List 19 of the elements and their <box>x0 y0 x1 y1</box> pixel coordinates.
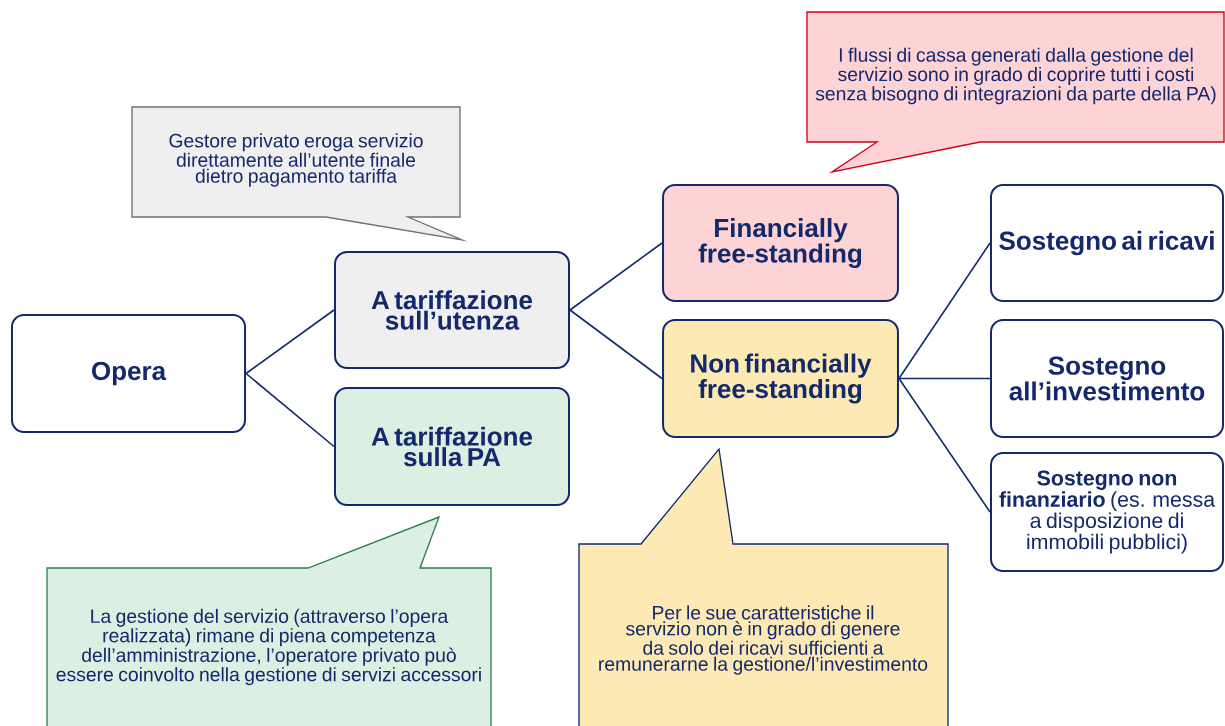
connector-line <box>898 377 991 513</box>
option-box: Sostegno ai ricavi <box>990 184 1224 302</box>
option-box: Sostegno all’investimento <box>990 318 1224 439</box>
callout-box: I flussi di cassa generati dalla gestione del servizio sono in grado di coprire tutti i costi senza bisogno di integrazioni da parte della PA) <box>806 11 1225 174</box>
connector-line <box>569 309 663 380</box>
option-box: Non financially free-standing <box>662 318 899 439</box>
connector-line <box>898 242 991 380</box>
connector-line <box>245 309 335 375</box>
option-box: Sostegno non finanziario (es. messa a disposizione di immobili pubblici) <box>990 452 1224 572</box>
option-box: Opera <box>10 313 247 434</box>
callout-box: Gestore privato eroga servizio direttamente all’utente finale dietro pagamento tariffa <box>131 106 468 242</box>
option-box: Financially free-standing <box>662 184 899 302</box>
callout-box: Per le sue caratteristiche il servizio non è in grado di genere da solo dei ricavi sufficienti a remunerarne la gestione/l’investimento <box>578 447 949 726</box>
connector-line <box>569 242 663 311</box>
connector-line <box>898 377 991 380</box>
option-box: A tariffazione sulla PA <box>334 386 570 507</box>
connector-line <box>245 372 335 448</box>
callout-box: La gestione del servizio (attraverso l’opera realizzata) rimane di piena competenza dell’amministrazione, l’operatore privato può essere coinvolto nella gestione di servizi accessori <box>46 515 492 726</box>
option-box: A tariffazione sull’utenza <box>334 251 570 369</box>
